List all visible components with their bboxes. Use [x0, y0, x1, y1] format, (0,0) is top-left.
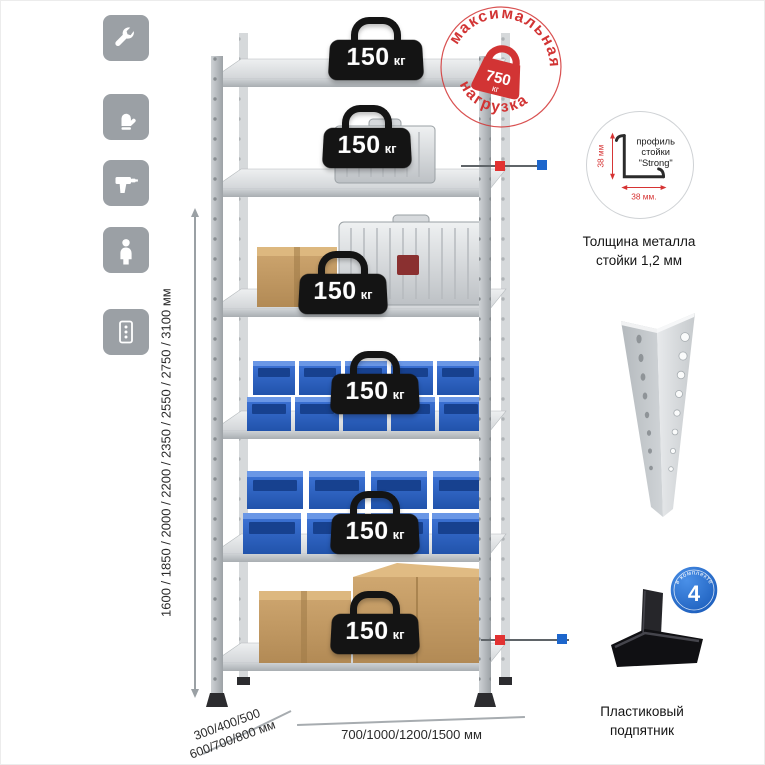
angle-post-image: [621, 313, 695, 517]
post-holes-right: [668, 332, 690, 472]
weight-handle: [350, 591, 400, 618]
width-dimension-label: 700/1000/1200/1500 мм: [341, 727, 482, 742]
svg-text:стойки: стойки: [641, 147, 669, 157]
person-icon: [103, 227, 149, 273]
perforated-profile-icon: [103, 309, 149, 355]
weight-handle: [350, 491, 400, 518]
foot-caption: Пластиковый подпятник: [567, 703, 717, 741]
svg-text:38 мм.: 38 мм.: [631, 191, 656, 201]
included-count-badge: в комплекте 4: [669, 565, 719, 620]
height-dimension-line: [191, 208, 199, 698]
weight-handle: [342, 105, 392, 132]
dim-vertical: 38 мм: [596, 132, 615, 180]
weight-handle: [351, 17, 401, 44]
profile-cross-section-icon: [614, 134, 665, 179]
dim-horizontal: 38 мм.: [621, 185, 667, 201]
profile-caption-line1: Толщина металла: [582, 234, 696, 249]
connector-red-square-top: [495, 161, 505, 171]
foot-caption-line2: подпятник: [609, 722, 675, 738]
profile-caption-line2: стойки 1,2 мм: [595, 252, 683, 268]
connector-red-square-bottom: [495, 635, 505, 645]
weight-handle: [318, 251, 368, 278]
badge-count: 4: [688, 581, 701, 606]
front-posts: [211, 56, 491, 704]
weight-handle: [350, 351, 400, 378]
foot-caption-line1: Пластиковый: [600, 704, 684, 719]
width-dimension-line: [297, 716, 525, 726]
svg-text:38 мм: 38 мм: [596, 144, 606, 167]
profile-label: профиль стойки "Strong": [636, 136, 675, 168]
wrench-icon: [103, 15, 149, 61]
connector-blue-square-top: [537, 160, 547, 170]
drill-icon: [103, 160, 149, 206]
profile-caption: Толщина металла стойки 1,2 мм: [563, 233, 715, 271]
rack-feet: [206, 677, 512, 707]
post-profile-detail: 38 мм 38 мм. профиль стойки "Strong": [586, 111, 694, 219]
svg-text:"Strong": "Strong": [639, 158, 673, 168]
svg-text:профиль: профиль: [636, 136, 675, 146]
stamp-word-top: максимальная: [445, 1, 575, 73]
svg-text:максимальная: максимальная: [445, 0, 575, 73]
stamp-value: 750: [484, 67, 513, 90]
stamp-unit: кг: [491, 83, 500, 94]
connector-line-bottom: [481, 639, 569, 641]
glove-icon: [103, 94, 149, 140]
back-posts: [239, 33, 510, 683]
plastic-foot-image: [611, 589, 703, 667]
connector-blue-square-bottom: [557, 634, 567, 644]
stamp-kettlebell-icon: [471, 45, 521, 100]
post-holes-left: [636, 334, 653, 471]
height-dimension-label: 1600 / 1850 / 2000 / 2200 / 2350 / 2550 …: [158, 288, 174, 618]
